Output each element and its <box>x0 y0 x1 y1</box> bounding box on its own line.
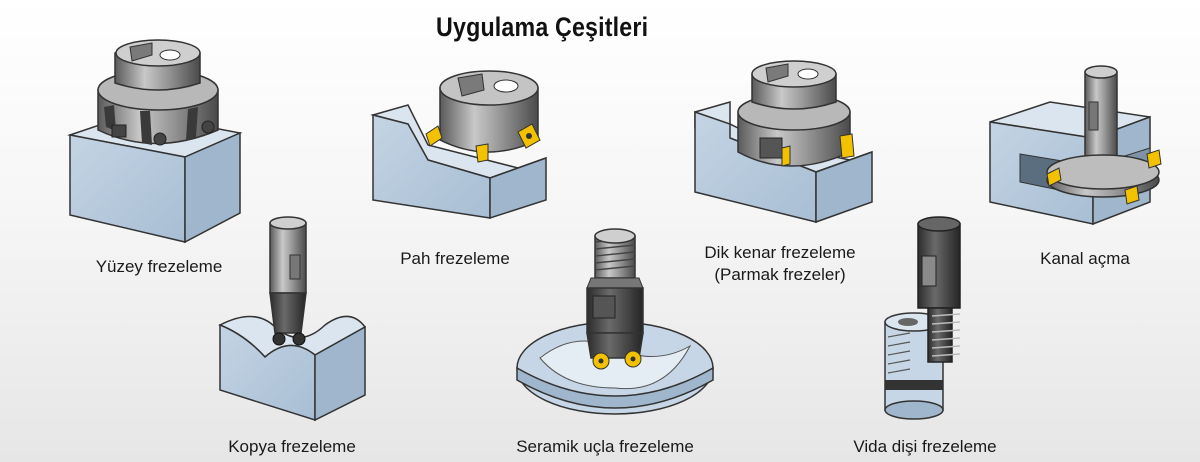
label-pah-frezeleme: Pah frezeleme <box>400 249 510 268</box>
slot-milling-illustration <box>989 65 1162 226</box>
shoulder-milling-illustration <box>694 60 873 224</box>
label-parmak-frezeler: (Parmak frezeler) <box>714 265 846 284</box>
thread-milling-illustration <box>884 216 961 420</box>
label-kanal-acma: Kanal açma <box>1040 249 1130 268</box>
page-title: Uygulama Çeşitleri <box>436 12 649 42</box>
label-seramik-ucla-frezeleme: Seramik uçla frezeleme <box>516 437 694 456</box>
ceramic-insert-milling-illustration <box>516 228 714 415</box>
face-milling-illustration <box>67 39 243 244</box>
label-vida-disi-frezeleme: Vida dişi frezeleme <box>853 437 997 456</box>
label-kopya-frezeleme: Kopya frezeleme <box>228 437 356 456</box>
copy-milling-illustration <box>218 216 367 422</box>
label-dik-kenar-frezeleme: Dik kenar frezeleme <box>704 243 856 262</box>
chamfer-milling-illustration <box>370 70 547 220</box>
label-yuzey-frezeleme: Yüzey frezeleme <box>95 257 223 276</box>
